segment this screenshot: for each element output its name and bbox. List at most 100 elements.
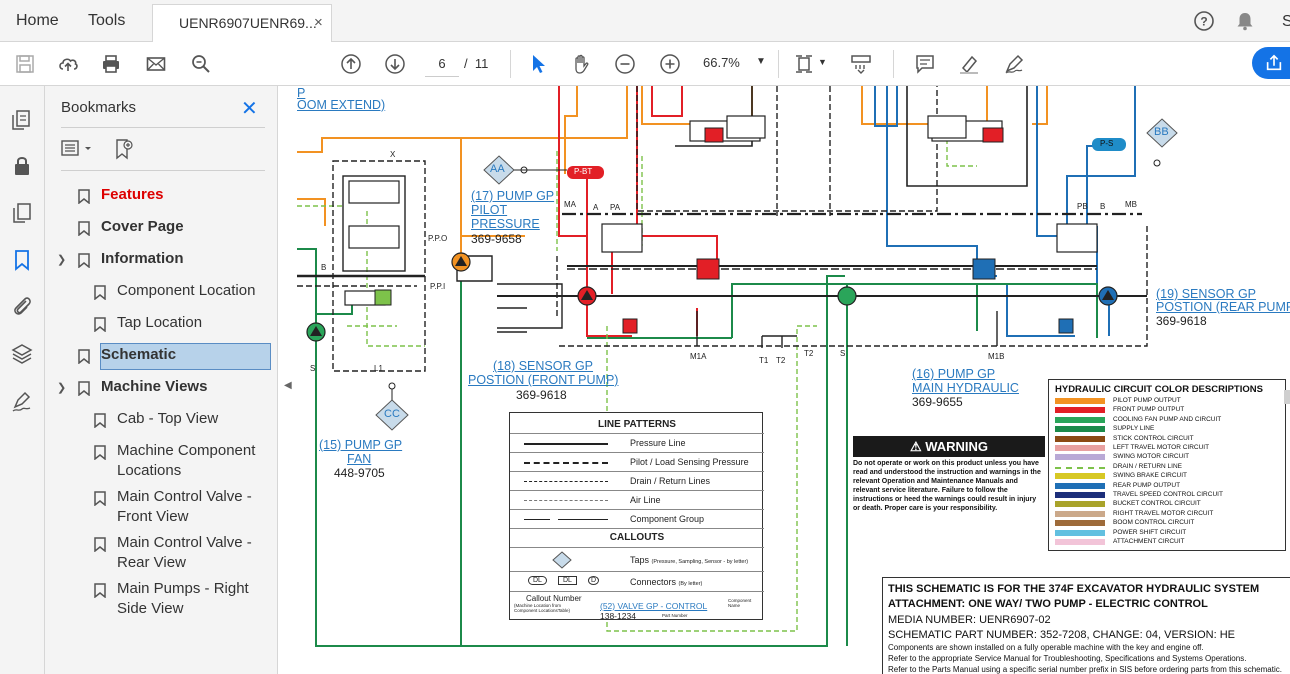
panel-divider [61, 127, 265, 128]
color-swatch [1055, 520, 1105, 527]
zoom-out-icon[interactable] [612, 51, 638, 77]
tap-aa-label[interactable]: AA [490, 163, 505, 175]
email-icon[interactable] [143, 51, 169, 77]
group-line-sample [524, 519, 550, 520]
schematic-info-block: THIS SCHEMATIC IS FOR THE 374F EXCAVATOR… [882, 577, 1290, 674]
page-number-input[interactable] [425, 51, 459, 77]
close-tab-icon[interactable]: × [314, 14, 323, 31]
previous-page-icon[interactable] [338, 51, 364, 77]
lock-icon[interactable] [10, 154, 34, 178]
help-icon[interactable]: ? [1193, 10, 1215, 32]
bookmark-icon [94, 491, 106, 506]
tap-cc-label[interactable]: CC [384, 408, 400, 420]
callout-example-link[interactable]: (52) VALVE GP - CONTROL [600, 601, 708, 611]
bookmark-machine-views[interactable]: Machine Views [78, 377, 207, 405]
pump-fan-link[interactable]: (15) PUMP GP [319, 438, 403, 452]
sensor-front-link[interactable]: (18) SENSOR GP [493, 359, 594, 373]
bookmark-label: Tap Location [117, 314, 203, 331]
layers-icon[interactable] [10, 342, 34, 366]
collapse-panel-icon[interactable]: ◀ [284, 380, 292, 391]
scrollbar-thumb[interactable] [1284, 390, 1290, 404]
pump-main-link-2[interactable]: MAIN HYDRAULIC [912, 381, 1019, 395]
zoom-level[interactable]: 66.7% [703, 55, 740, 70]
hand-tool-icon[interactable] [568, 51, 594, 77]
bookmark-machine-component-locations[interactable]: Machine Component Locations [94, 441, 264, 483]
color-swatch [1055, 454, 1105, 461]
bookmark-label: Main Control Valve - Rear View [117, 534, 252, 571]
print-icon[interactable] [98, 51, 124, 77]
bookmark-icon [78, 253, 90, 268]
tap-bb-label[interactable]: BB [1154, 126, 1169, 138]
expand-chevron-icon[interactable]: ❯ [57, 254, 67, 266]
bookmark-cab-top-view[interactable]: Cab - Top View [94, 409, 218, 437]
next-page-icon[interactable] [382, 51, 408, 77]
pump-main-link[interactable]: (16) PUMP GP [912, 367, 996, 381]
sign-pen-icon[interactable] [1001, 51, 1027, 77]
page-thumbnails-icon[interactable] [10, 108, 34, 132]
pump-fan-link-2[interactable]: FAN [347, 452, 372, 466]
legend-row: Drain / Return Lines [510, 471, 764, 490]
save-icon[interactable] [12, 51, 38, 77]
upload-cloud-icon[interactable] [55, 51, 81, 77]
bookmark-component-location[interactable]: Component Location [94, 281, 255, 309]
callouts-title: CALLOUTS [609, 532, 665, 543]
hydraulic-color-title: HYDRAULIC CIRCUIT COLOR DESCRIPTIONS [1055, 384, 1263, 395]
bookmark-options-icon[interactable] [61, 139, 95, 159]
connector-dl-oval: DL [528, 576, 547, 585]
pump-pilot-link-2[interactable]: PILOT [471, 203, 508, 217]
bookmark-main-control-valve-rear[interactable]: Main Control Valve - Rear View [94, 533, 264, 575]
bookmark-main-control-valve-front[interactable]: Main Control Valve - Front View [94, 487, 264, 529]
share-button[interactable] [1252, 47, 1290, 79]
attachment-icon[interactable] [10, 294, 34, 318]
pump-pilot-link[interactable]: (17) PUMP GP [471, 189, 555, 203]
scroll-mode-icon[interactable] [848, 51, 874, 77]
bookmark-icon [78, 221, 90, 236]
sensor-rear-link-2[interactable]: POSTION (REAR PUMP) [1156, 300, 1290, 314]
legend-row: Callout Number (Machine Location from Co… [510, 591, 764, 621]
notification-bell-icon[interactable] [1234, 10, 1256, 32]
port-t2: T2 [776, 356, 786, 365]
bookmark-tap-location[interactable]: Tap Location [94, 313, 202, 341]
comment-icon[interactable] [912, 51, 938, 77]
menu-bar: Home Tools UENR6907UENR69... × ? S [0, 0, 1290, 43]
bookmark-features[interactable]: Features [78, 185, 164, 213]
document-tab[interactable]: UENR6907UENR69... × [152, 4, 332, 43]
color-swatch [1055, 492, 1105, 498]
close-panel-icon[interactable]: ✕ [241, 98, 258, 120]
connectors-label: Connectors (By letter) [630, 577, 702, 587]
legend-label: Pilot / Load Sensing Pressure [630, 457, 749, 467]
color-swatch [1055, 510, 1105, 517]
bookmark-cover-page[interactable]: Cover Page [78, 217, 184, 245]
copy-pages-icon[interactable] [10, 201, 34, 225]
sensor-rear-link[interactable]: (19) SENSOR GP [1156, 287, 1257, 301]
menu-home[interactable]: Home [16, 12, 59, 29]
highlight-pen-icon[interactable] [956, 51, 982, 77]
find-zoom-icon[interactable] [188, 51, 214, 77]
menu-tools[interactable]: Tools [88, 12, 126, 29]
connector-dl-box: DL [558, 576, 577, 585]
color-swatch [1055, 501, 1105, 508]
callout-top-left-2[interactable]: OOM EXTEND) [297, 98, 386, 112]
new-bookmark-icon[interactable] [113, 138, 135, 160]
bookmark-main-pumps-right-side[interactable]: Main Pumps - Right Side View [94, 579, 264, 621]
bookmark-information[interactable]: Information [78, 249, 184, 277]
bookmark-schematic[interactable]: Schematic [78, 345, 176, 373]
pump-pilot-link-3[interactable]: PRESSURE [471, 217, 540, 231]
zoom-dropdown-icon[interactable]: ▼ [756, 56, 766, 67]
pump-pilot-part-number: 369-9658 [471, 232, 522, 246]
select-cursor-icon[interactable] [525, 51, 551, 77]
signature-icon[interactable] [10, 390, 34, 414]
page-fit-dropdown-icon[interactable]: ▼ [818, 57, 827, 67]
user-initial[interactable]: S [1282, 13, 1290, 30]
bookmark-panel-icon[interactable] [10, 248, 34, 272]
page-fit-icon[interactable] [792, 51, 818, 77]
callout-top-left[interactable]: P [297, 86, 306, 100]
sensor-front-link-2[interactable]: POSTION (FRONT PUMP) [468, 373, 619, 387]
document-viewport[interactable]: P OOM EXTEND) (17) PUMP GP PILOT PRESSUR… [297, 86, 1290, 674]
color-swatch [1055, 416, 1105, 423]
expand-chevron-icon[interactable]: ❯ [57, 382, 67, 394]
color-label: LEFT TRAVEL MOTOR CIRCUIT [1113, 444, 1210, 451]
legend-row: Taps (Pressure, Sampling, Sensor - by le… [510, 547, 764, 571]
toolbar-divider [778, 50, 779, 78]
zoom-in-icon[interactable] [657, 51, 683, 77]
